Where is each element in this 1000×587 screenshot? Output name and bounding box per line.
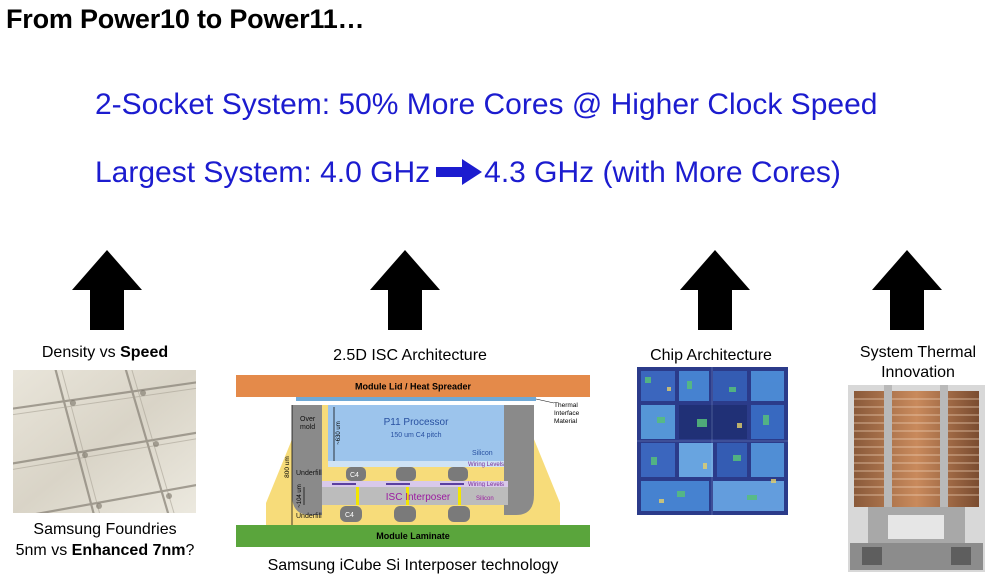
label-pitch: 150 um C4 pitch bbox=[391, 432, 442, 439]
label-laminate: Module Laminate bbox=[376, 531, 450, 541]
label-tim-2: Interface bbox=[554, 410, 580, 417]
label-wiring-top: Wiring Levels bbox=[468, 462, 504, 468]
label-lid: Module Lid / Heat Spreader bbox=[355, 382, 472, 392]
column-label-chip: Chip Architecture bbox=[650, 347, 772, 364]
caption-icube: Samsung iCube Si Interposer technology bbox=[267, 557, 559, 574]
isc-cross-section-diagram: Module Lid / Heat Spreader Over mold P11… bbox=[236, 375, 590, 547]
label-silicon-top: Silicon bbox=[472, 450, 493, 457]
caption-samsung-foundries: Samsung Foundries 5nm vs Enhanced 7nm? bbox=[15, 521, 195, 559]
headline-cores: 2-Socket System: 50% More Cores @ Higher… bbox=[95, 88, 878, 121]
headline-clock-after: 4.3 GHz (with More Cores) bbox=[484, 156, 841, 189]
heatsink-photo bbox=[848, 385, 985, 572]
up-arrow-icon bbox=[370, 250, 440, 330]
label-c4-bottom: C4 bbox=[345, 512, 354, 519]
column-label-density: Density vs Speed bbox=[41, 344, 169, 361]
headline-clock-before: Largest System: 4.0 GHz bbox=[95, 156, 431, 189]
label-dim-104: ~104 um bbox=[297, 484, 303, 508]
label-tim-3: Material bbox=[554, 418, 578, 425]
label-overmold-1: Over bbox=[300, 416, 316, 423]
column-label-thermal: System Thermal Innovation bbox=[859, 344, 977, 381]
up-arrow-icon bbox=[680, 250, 750, 330]
column-label-isc: 2.5D ISC Architecture bbox=[333, 347, 487, 364]
up-arrow-icon bbox=[72, 250, 142, 330]
label-underfill-top: Underfill bbox=[296, 470, 322, 477]
label-c4-top: C4 bbox=[350, 472, 359, 479]
right-arrow-icon bbox=[436, 159, 483, 185]
label-dim-630: ~630 um bbox=[336, 421, 342, 445]
label-dim-800: 800 um bbox=[284, 456, 291, 478]
headline-clock-speed: Largest System: 4.0 GHz 4.3 GHz (with Mor… bbox=[95, 156, 841, 190]
page-title: From Power10 to Power11… bbox=[6, 4, 365, 34]
label-interposer: ISC Interposer bbox=[386, 492, 451, 503]
wafer-photo bbox=[13, 370, 196, 513]
label-overmold-2: mold bbox=[300, 424, 315, 431]
up-arrow-icon bbox=[872, 250, 942, 330]
label-wiring-bottom: Wiring Levels bbox=[468, 482, 504, 488]
label-processor: P11 Processor bbox=[384, 417, 450, 428]
label-tim-1: Thermal bbox=[554, 402, 578, 409]
label-underfill-bottom: Underfill bbox=[296, 513, 322, 520]
chip-die-photo bbox=[637, 367, 788, 515]
label-silicon-bottom: Silicon bbox=[476, 496, 494, 502]
